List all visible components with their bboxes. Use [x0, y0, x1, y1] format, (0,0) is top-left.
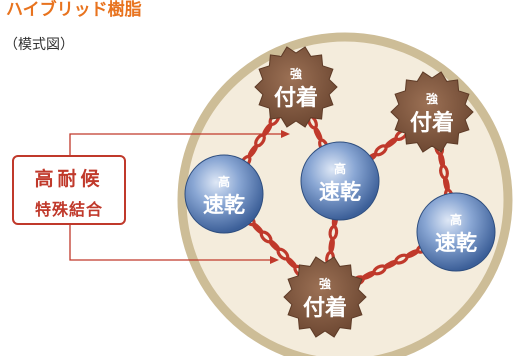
sphere-label-small: 高 — [334, 161, 346, 176]
sphere-shape — [184, 154, 264, 234]
gear-label-big: 付着 — [274, 85, 318, 111]
quick-dry-sphere-node: 高速乾 — [300, 141, 380, 221]
quick-dry-sphere-node: 高速乾 — [184, 154, 264, 234]
gear-label-small: 強 — [290, 66, 302, 81]
gear-label-big: 付着 — [410, 110, 454, 136]
durability-callout: 高耐候 特殊結合 — [12, 155, 126, 225]
callout-line1: 高耐候 — [34, 168, 104, 190]
gear-label-big: 付着 — [303, 295, 347, 321]
gear-shape — [254, 46, 338, 128]
diagram-title: ハイブリッド樹脂 — [6, 0, 142, 20]
diagram-subtitle: （模式図） — [4, 37, 74, 53]
sphere-label-small: 高 — [450, 212, 462, 227]
sphere-label-big: 速乾 — [203, 193, 245, 217]
sphere-label-small: 高 — [218, 174, 230, 189]
gear-label-small: 強 — [319, 276, 331, 291]
sphere-label-big: 速乾 — [435, 231, 477, 255]
callout-line2: 特殊結合 — [34, 200, 103, 219]
quick-dry-sphere-node: 高速乾 — [416, 192, 496, 272]
gear-shape — [283, 256, 367, 338]
arrow-head-bottom — [270, 256, 279, 264]
sphere-shape — [416, 192, 496, 272]
gear-label-small: 強 — [426, 91, 438, 106]
chain-link — [328, 237, 335, 253]
adhesion-gear-node: 強付着 — [283, 256, 367, 338]
sphere-label-big: 速乾 — [319, 180, 361, 204]
arrow-head-top — [281, 130, 290, 138]
adhesion-gear-node: 強付着 — [254, 46, 338, 128]
adhesion-gear-node: 強付着 — [390, 71, 474, 153]
gear-shape — [390, 71, 474, 153]
chain-link — [438, 152, 446, 168]
chain-link — [442, 176, 450, 192]
sphere-shape — [300, 141, 380, 221]
